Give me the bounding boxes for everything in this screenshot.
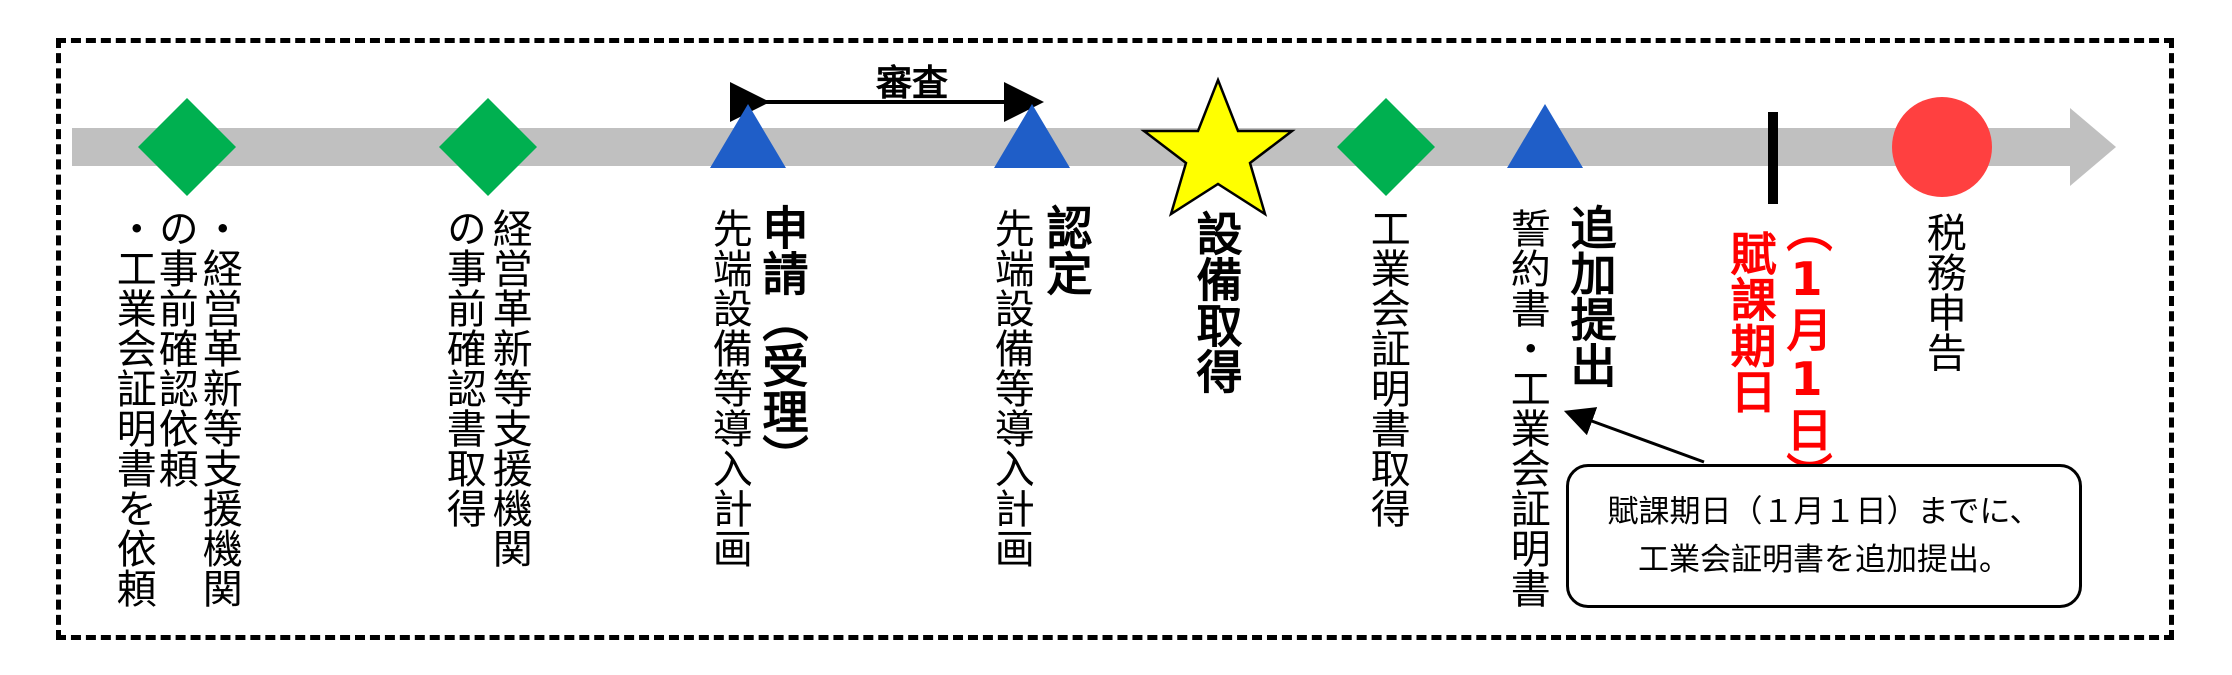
step3-subtitle: 先端設備等導入計画 — [705, 208, 752, 568]
step5-title: 設備取得 — [1189, 210, 1244, 394]
timeline-bar — [72, 128, 2070, 166]
callout-line1: 賦課期日（１月１日）までに、 — [1607, 494, 2041, 530]
step6-line1: 工業会証明書取得 — [1363, 208, 1410, 528]
step8-title: 賦課期日 — [1723, 230, 1778, 414]
step7-subtitle: 誓約書・工業会証明書 — [1503, 208, 1550, 608]
diamond-marker-icon — [138, 98, 236, 196]
step1-line1: ・経営革新等支援機関 — [195, 208, 242, 608]
step8-date: （1月1日） — [1779, 206, 1834, 498]
star-marker-icon — [1140, 76, 1296, 217]
diamond-marker-icon — [439, 98, 537, 196]
step3-title: 申請（受理） — [755, 204, 810, 480]
step4-subtitle: 先端設備等導入計画 — [987, 208, 1034, 568]
diamond-marker-icon — [1337, 98, 1435, 196]
callout-box: 賦課期日（１月１日）までに、 工業会証明書を追加提出。 — [1566, 464, 2082, 608]
step1-line3: ・工業会証明書を依頼 — [109, 208, 156, 608]
triangle-marker-icon — [1507, 104, 1583, 168]
step1-line2: の事前確認依頼 — [151, 208, 198, 488]
review-label: 審査 — [876, 63, 949, 104]
circle-marker-icon — [1892, 97, 1992, 197]
step2-line2: の事前確認書取得 — [439, 208, 486, 528]
triangle-marker-icon — [994, 104, 1070, 168]
step4-title: 認定 — [1039, 204, 1094, 296]
callout-pointer — [1563, 407, 1705, 464]
tick-marker-icon — [1768, 112, 1778, 204]
timeline-arrowhead — [2070, 108, 2116, 186]
step9-line1: 税務申告 — [1919, 212, 1966, 372]
triangle-marker-icon — [710, 104, 786, 168]
step7-title: 追加提出 — [1563, 204, 1618, 388]
step2-line1: 経営革新等支援機関 — [485, 208, 532, 568]
dashed-frame — [56, 38, 2174, 640]
callout-line2: 工業会証明書を追加提出。 — [1638, 542, 2010, 578]
